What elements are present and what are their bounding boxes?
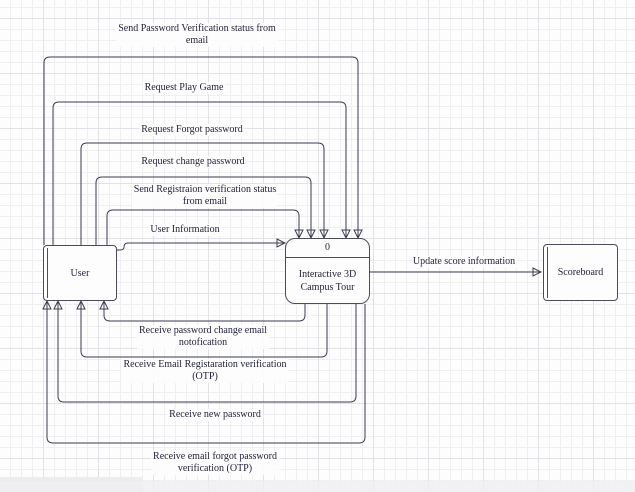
flow-label-line: Request Forgot password	[141, 124, 243, 135]
process-name-line: Interactive 3D	[298, 268, 357, 280]
flow-label-request-play-game[interactable]: Request Play Game	[142, 82, 226, 94]
entity-user-label: User	[70, 267, 90, 279]
entity-scoreboard-label: Scoreboard	[557, 267, 604, 278]
flow-label-send-registration-verification-status[interactable]: Send Registraion verification status fro…	[131, 184, 279, 208]
flow-line-receive-new-password[interactable]	[58, 301, 357, 403]
flow-label-line: (OTP)	[192, 371, 218, 382]
process-name-line: Campus Tour	[300, 281, 355, 293]
flow-label-request-change-password[interactable]: Request change password	[139, 156, 247, 168]
page-edge-bottom	[0, 481, 635, 492]
process-name: Interactive 3D Campus Tour	[286, 258, 369, 303]
flow-label-request-forgot-password[interactable]: Request Forgot password	[139, 124, 245, 136]
flow-label-line: email	[185, 35, 209, 46]
flow-line-request-change-password[interactable]	[95, 176, 311, 245]
flow-label-receive-email-registration-verification[interactable]: Receive Email Registaration verification…	[121, 359, 289, 383]
flow-line-send-pw-verification-status[interactable]	[43, 56, 358, 245]
flow-line-send-registration-verification-status[interactable]	[106, 209, 299, 245]
flow-label-receive-new-password[interactable]: Receive new password	[167, 409, 263, 421]
flow-label-line: Send Password Verification status from	[118, 23, 276, 34]
flow-line-receive-email-registration-verification[interactable]	[81, 301, 328, 358]
flow-label-line: Receive new password	[169, 409, 261, 420]
flow-label-line: User Information	[150, 224, 220, 235]
flow-line-request-play-game[interactable]	[52, 101, 346, 245]
flow-label-line: from email	[182, 196, 228, 207]
process-interactive-3d-campus-tour[interactable]: 0 Interactive 3D Campus Tour	[285, 238, 370, 304]
flow-label-send-pw-verification-status[interactable]: Send Password Verification status from e…	[116, 23, 278, 47]
flow-label-line: Receive Email Registaration verification	[123, 359, 287, 370]
flow-label-line: Update score information	[412, 256, 516, 267]
entity-scoreboard[interactable]: Scoreboard	[543, 244, 618, 301]
flow-label-line: verification (OTP)	[177, 463, 253, 474]
flow-label-update-score-information[interactable]: Update score information	[410, 256, 518, 268]
flow-label-user-information[interactable]: User Information	[148, 224, 222, 236]
entity-user[interactable]: User	[43, 245, 117, 301]
flow-label-line: notofication	[178, 337, 228, 348]
flow-line-receive-password-change-notification[interactable]	[104, 301, 306, 322]
flow-label-line: Send Registraion verification status	[133, 184, 277, 195]
flow-label-receive-email-forgot-password[interactable]: Receive email forgot password verificati…	[151, 451, 279, 475]
flow-line-user-information[interactable]	[117, 243, 285, 251]
flow-label-line: Receive email forgot password	[153, 451, 277, 462]
flow-label-line: Request change password	[141, 156, 245, 167]
process-number: 0	[286, 239, 369, 258]
flow-label-line: Request Play Game	[144, 82, 224, 93]
flow-label-line: Receive password change email	[138, 325, 268, 336]
flow-label-receive-password-change-notification[interactable]: Receive password change email notoficati…	[136, 325, 270, 349]
flow-line-request-forgot-password[interactable]	[80, 142, 324, 245]
flow-line-receive-email-forgot-password[interactable]	[47, 301, 366, 444]
